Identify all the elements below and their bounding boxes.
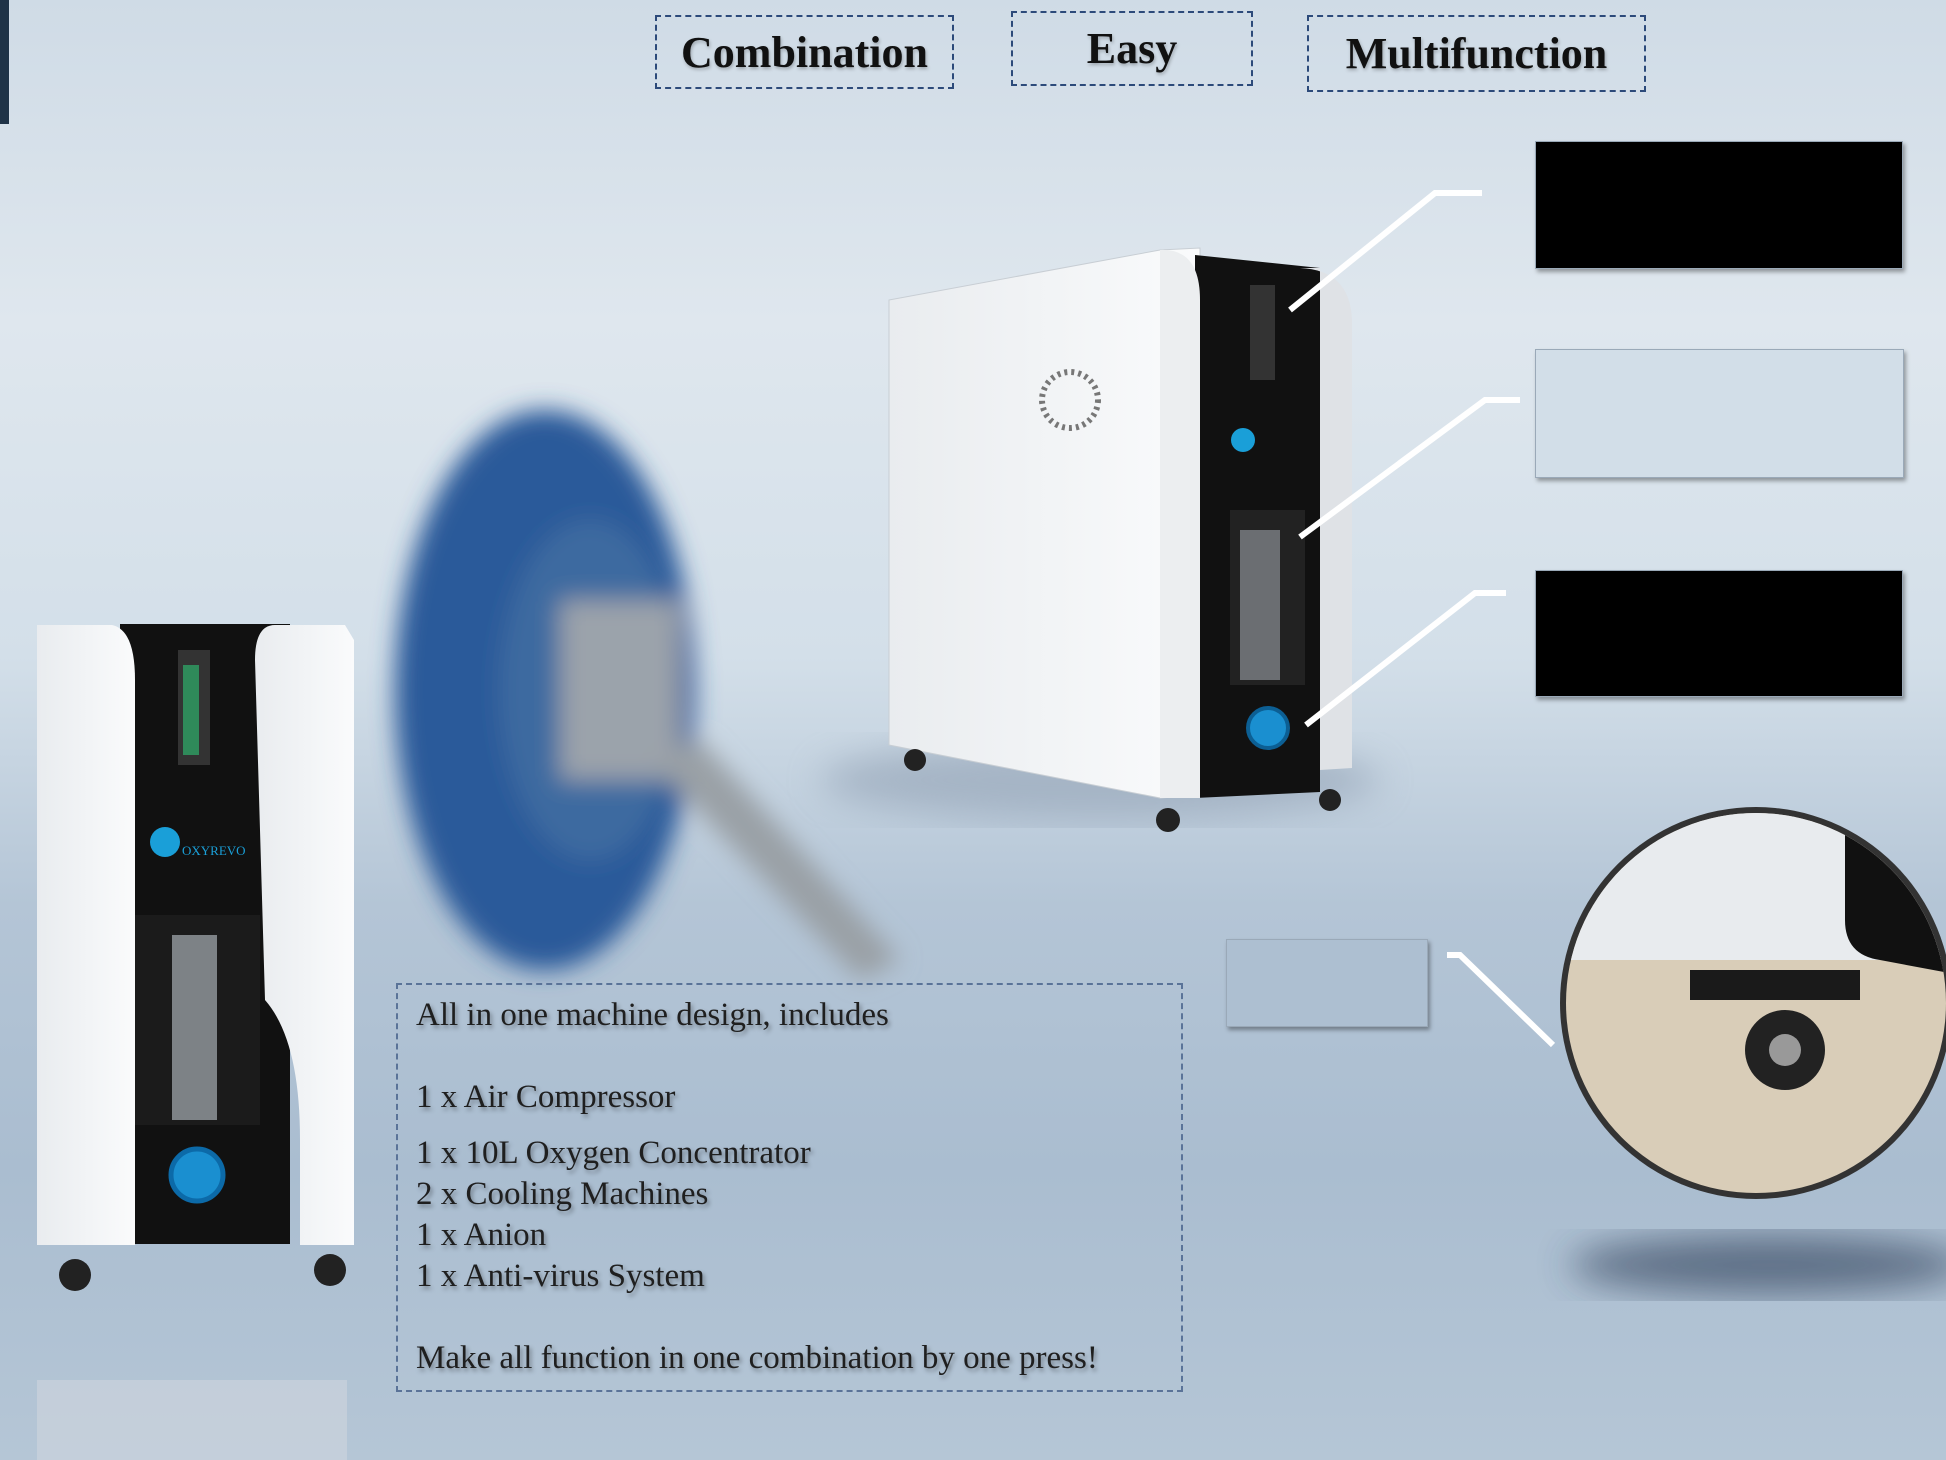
- left-accent-bar: [0, 0, 9, 124]
- tag-combination: Combination: [655, 15, 954, 89]
- machine-front-view: OXYREVO: [37, 624, 354, 1460]
- feature-item: 1 x 10L Oxygen Concentrator: [416, 1135, 811, 1171]
- feature-item: 1 x Anion: [416, 1217, 547, 1253]
- feature-item: 1 x Air Compressor: [416, 1079, 676, 1115]
- feature-item: 2 x Cooling Machines: [416, 1176, 709, 1212]
- callout-box-humidifier: [1535, 349, 1904, 478]
- leader-lines: [1288, 190, 1556, 1048]
- caster-closeup: [1560, 807, 1946, 1199]
- description-closing: Make all function in one combination by …: [416, 1340, 1098, 1376]
- feature-description-box: All in one machine design, includes 1 x …: [396, 983, 1183, 1392]
- callout-box-flowmeter: [1535, 141, 1903, 269]
- feature-item: 1 x Anti-virus System: [416, 1258, 705, 1294]
- callout-box-power-button: [1535, 570, 1903, 697]
- tag-multifunction: Multifunction: [1307, 15, 1646, 92]
- fan-image: [395, 410, 900, 980]
- tag-easy: Easy: [1011, 11, 1253, 86]
- description-intro: All in one machine design, includes: [416, 997, 889, 1033]
- brand-logo: OXYREVO: [182, 843, 246, 858]
- machine-side-view: [888, 247, 1352, 832]
- callout-box-caster: [1226, 939, 1428, 1027]
